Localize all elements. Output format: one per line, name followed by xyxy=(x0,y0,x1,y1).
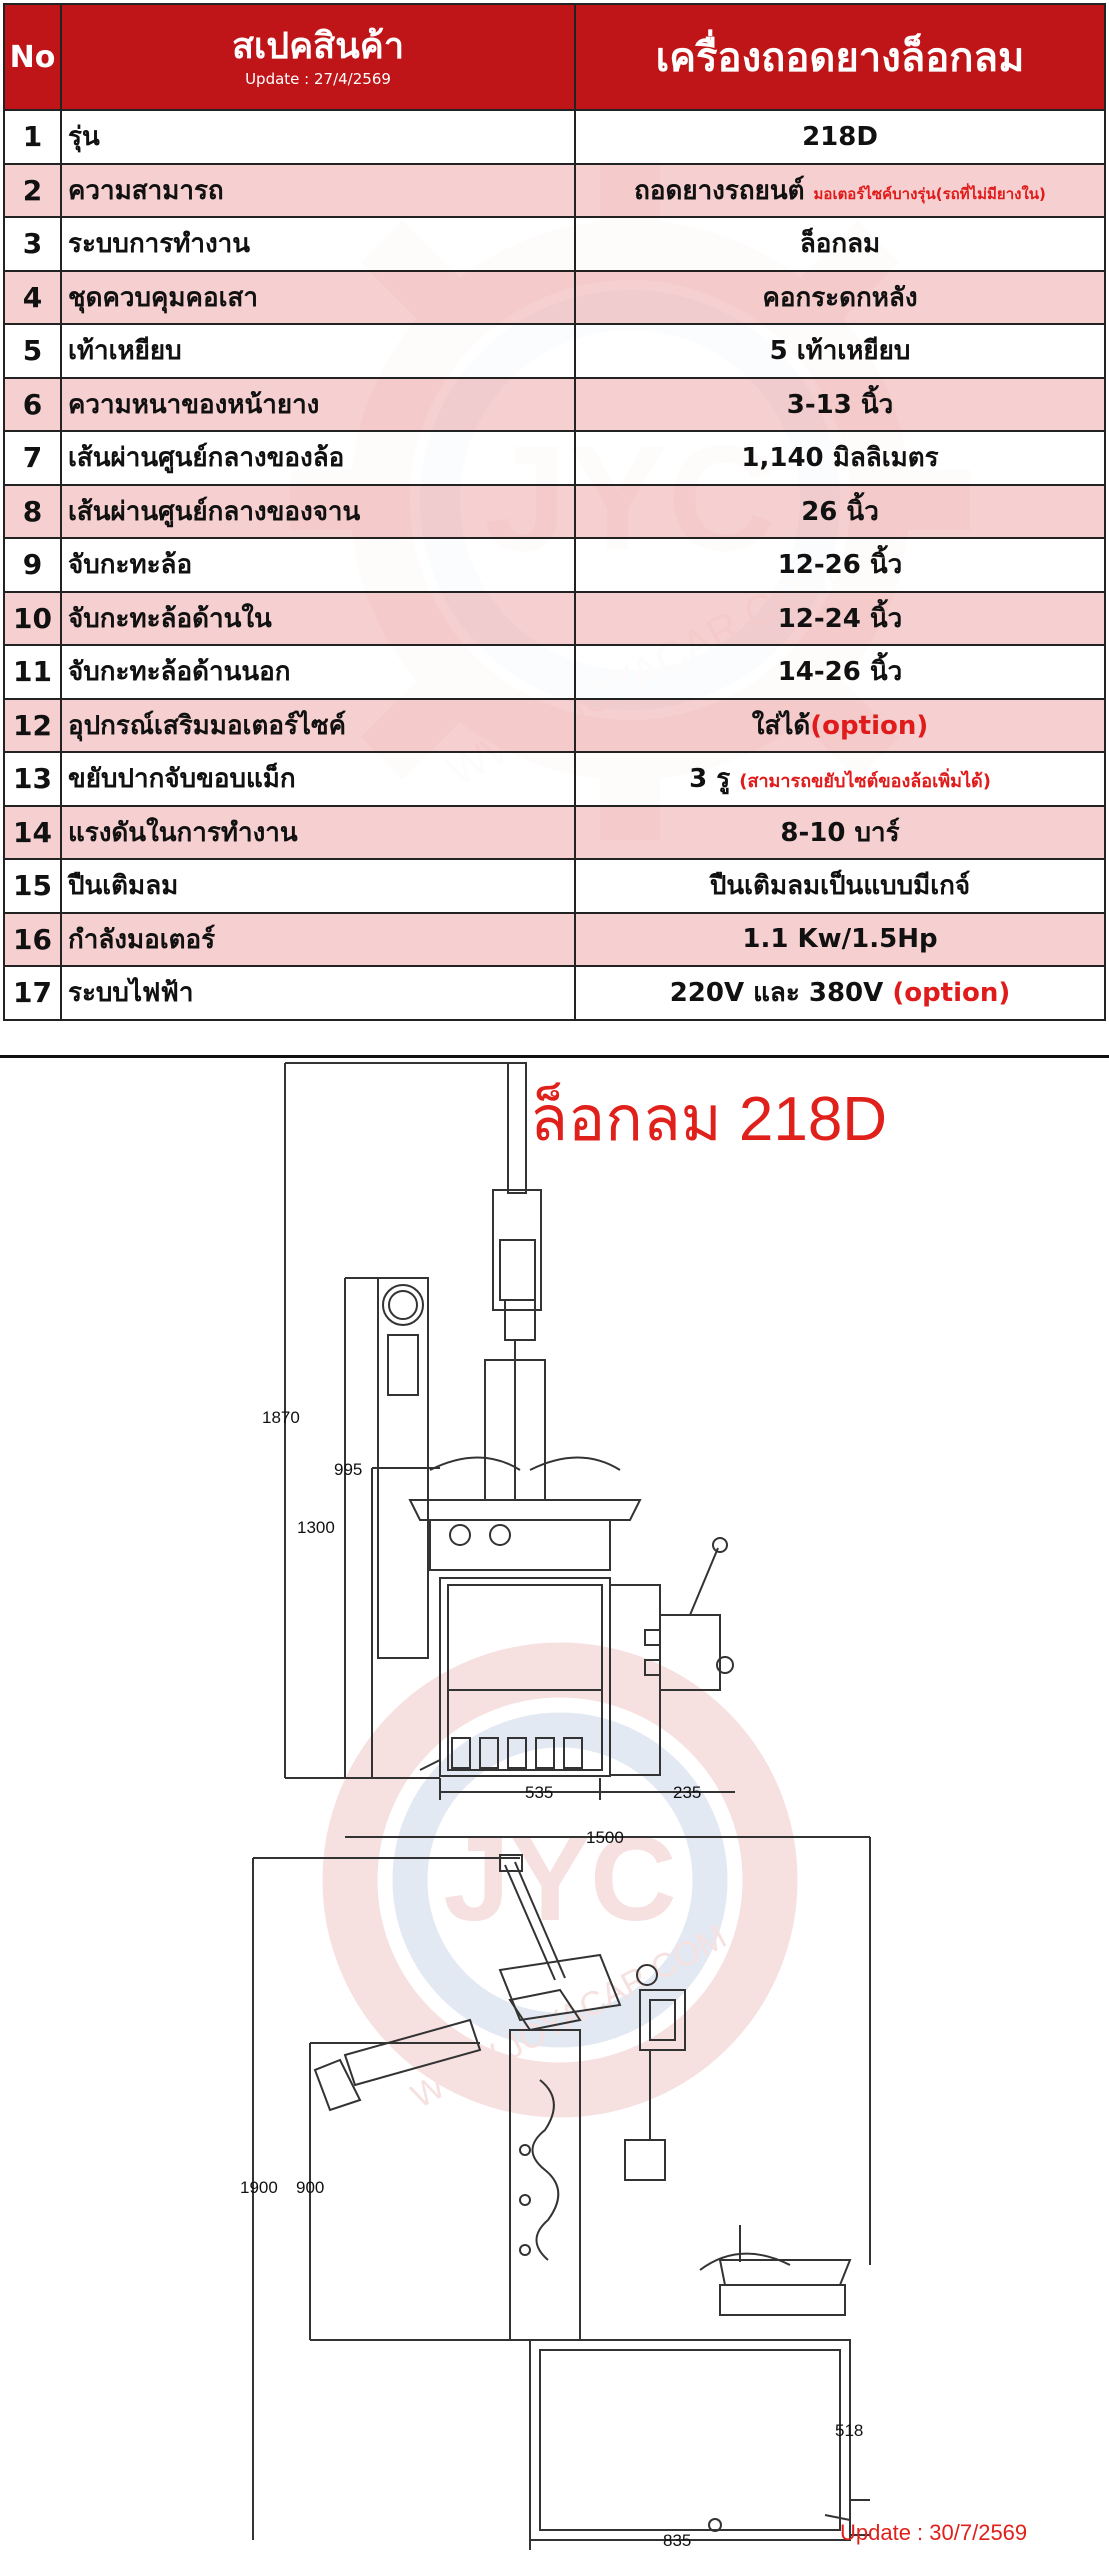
table-header: No สเปคสินค้า Update : 27/4/2569 เครื่อง… xyxy=(3,3,1106,111)
row-key: จับกะทะล้อด้านใน xyxy=(60,590,576,646)
row-value: 5 เท้าเหยียบ xyxy=(574,323,1106,379)
row-key: เส้นผ่านศูนย์กลางของจาน xyxy=(60,483,576,539)
row-key: ความสามารถ xyxy=(60,162,576,218)
row-no: 15 xyxy=(3,858,62,914)
dim-side-base-width: 835 xyxy=(663,2531,691,2550)
table-row: 10 จับกะทะล้อด้านใน 12-24 นิ้ว xyxy=(3,590,1106,646)
row-no: 9 xyxy=(3,537,62,593)
dim-front-height-mid: 1300 xyxy=(297,1518,335,1537)
row-no: 8 xyxy=(3,483,62,539)
row-key: ชุดควบคุมคอเสา xyxy=(60,269,576,325)
row-value: คอกระดกหลัง xyxy=(574,269,1106,325)
table-row: 9 จับกะทะล้อ 12-26 นิ้ว xyxy=(3,537,1106,593)
dim-side-height-total: 1900 xyxy=(240,2178,278,2197)
row-key: ระบบไฟฟ้า xyxy=(60,965,576,1021)
row-key: จับกะทะล้อ xyxy=(60,537,576,593)
model-title: ล็อกลม 218D xyxy=(530,1085,888,1154)
row-value: 220V และ 380V xyxy=(669,978,884,1009)
row-value: 14-26 นิ้ว xyxy=(574,644,1106,700)
table-row: 6 ความหนาของหน้ายาง 3-13 นิ้ว xyxy=(3,376,1106,432)
table-row: 4 ชุดควบคุมคอเสา คอกระดกหลัง xyxy=(3,269,1106,325)
table-row: 11 จับกะทะล้อด้านนอก 14-26 นิ้ว xyxy=(3,644,1106,700)
row-value-cell: ถอดยางรถยนต์ มอเตอร์ไซค์บางรุ่น(รถที่ไม่… xyxy=(574,162,1106,218)
row-key: ระบบการทำงาน xyxy=(60,216,576,272)
dim-side-base-height: 518 xyxy=(835,2421,863,2440)
table-row: 1 รุ่น 218D xyxy=(3,109,1106,165)
update-date: Update : 27/4/2569 xyxy=(245,70,391,88)
row-value: 218D xyxy=(574,109,1106,165)
table-row: 17 ระบบไฟฟ้า 220V และ 380V (option) xyxy=(3,965,1106,1021)
row-key: แรงดันในการทำงาน xyxy=(60,804,576,860)
table-row: 14 แรงดันในการทำงาน 8-10 บาร์ xyxy=(3,804,1106,860)
row-value: 3 รู xyxy=(689,764,731,795)
table-row: 3 ระบบการทำงาน ล็อกลม xyxy=(3,216,1106,272)
row-note: (option) xyxy=(892,978,1011,1009)
row-no: 11 xyxy=(3,644,62,700)
row-no: 2 xyxy=(3,162,62,218)
row-key: จับกะทะล้อด้านนอก xyxy=(60,644,576,700)
section-divider xyxy=(0,1055,1109,1058)
dim-side-height-mid: 900 xyxy=(296,2178,324,2197)
row-no: 12 xyxy=(3,697,62,753)
row-value: 12-26 นิ้ว xyxy=(574,537,1106,593)
row-no: 7 xyxy=(3,430,62,486)
row-no: 16 xyxy=(3,911,62,967)
row-no: 3 xyxy=(3,216,62,272)
row-value: ใส่ได้ xyxy=(751,710,811,741)
spec-table: No สเปคสินค้า Update : 27/4/2569 เครื่อง… xyxy=(3,3,1106,1021)
row-value: 12-24 นิ้ว xyxy=(574,590,1106,646)
row-value: 1.1 Kw/1.5Hp xyxy=(574,911,1106,967)
table-row: 16 กำลังมอเตอร์ 1.1 Kw/1.5Hp xyxy=(3,911,1106,967)
dim-front-side-offset: 235 xyxy=(673,1783,701,1802)
dim-front-base-width: 535 xyxy=(525,1783,553,1802)
technical-drawing: 1870 1300 995 535 235 1500 1900 900 518 … xyxy=(240,1062,871,2550)
header-no: No xyxy=(3,3,62,111)
row-no: 13 xyxy=(3,751,62,807)
row-note: (option) xyxy=(810,710,929,741)
row-no: 17 xyxy=(3,965,62,1021)
table-row: 13 ขยับปากจับขอบแม็ก 3 รู (สามารถขยับไซต… xyxy=(3,751,1106,807)
row-key: รุ่น xyxy=(60,109,576,165)
dim-side-width-total: 1500 xyxy=(586,1828,624,1847)
dim-front-height-panel: 995 xyxy=(334,1460,362,1479)
table-row: 2 ความสามารถ ถอดยางรถยนต์ มอเตอร์ไซค์บาง… xyxy=(3,162,1106,218)
row-no: 14 xyxy=(3,804,62,860)
row-value: ถอดยางรถยนต์ xyxy=(634,175,805,206)
table-row: 5 เท้าเหยียบ 5 เท้าเหยียบ xyxy=(3,323,1106,379)
table-row: 8 เส้นผ่านศูนย์กลางของจาน 26 นิ้ว xyxy=(3,483,1106,539)
row-value: 1,140 มิลลิเมตร xyxy=(574,430,1106,486)
row-note: มอเตอร์ไซค์บางรุ่น(รถที่ไม่มียางใน) xyxy=(813,184,1046,203)
row-note: (สามารถขยับไซต์ของล้อเพิ่มได้) xyxy=(739,771,991,793)
row-value: ล็อกลม xyxy=(574,216,1106,272)
row-key: ความหนาของหน้ายาง xyxy=(60,376,576,432)
row-value-cell: 3 รู (สามารถขยับไซต์ของล้อเพิ่มได้) xyxy=(574,751,1106,807)
row-key: เส้นผ่านศูนย์กลางของล้อ xyxy=(60,430,576,486)
row-value-cell: 220V และ 380V (option) xyxy=(574,965,1106,1021)
row-value: 8-10 บาร์ xyxy=(574,804,1106,860)
header-spec: สเปคสินค้า Update : 27/4/2569 xyxy=(60,3,576,111)
table-row: 15 ปืนเติมลม ปืนเติมลมเป็นแบบมีเกจ์ xyxy=(3,858,1106,914)
row-key: ขยับปากจับขอบแม็ก xyxy=(60,751,576,807)
row-no: 6 xyxy=(3,376,62,432)
spec-title: สเปคสินค้า xyxy=(231,26,405,67)
row-value-cell: ใส่ได้(option) xyxy=(574,697,1106,753)
table-row: 7 เส้นผ่านศูนย์กลางของล้อ 1,140 มิลลิเมต… xyxy=(3,430,1106,486)
row-value: 3-13 นิ้ว xyxy=(574,376,1106,432)
row-key: อุปกรณ์เสริมมอเตอร์ไซค์ xyxy=(60,697,576,753)
row-key: กำลังมอเตอร์ xyxy=(60,911,576,967)
table-row: 12 อุปกรณ์เสริมมอเตอร์ไซค์ ใส่ได้(option… xyxy=(3,697,1106,753)
row-key: เท้าเหยียบ xyxy=(60,323,576,379)
row-no: 5 xyxy=(3,323,62,379)
row-no: 4 xyxy=(3,269,62,325)
row-no: 10 xyxy=(3,590,62,646)
row-value: 26 นิ้ว xyxy=(574,483,1106,539)
drawing-update-date: Update : 30/7/2569 xyxy=(840,2520,1028,2545)
row-value: ปืนเติมลมเป็นแบบมีเกจ์ xyxy=(574,858,1106,914)
row-key: ปืนเติมลม xyxy=(60,858,576,914)
dim-front-height-total: 1870 xyxy=(262,1408,300,1427)
row-no: 1 xyxy=(3,109,62,165)
header-product: เครื่องถอดยางล็อกลม xyxy=(574,3,1106,111)
